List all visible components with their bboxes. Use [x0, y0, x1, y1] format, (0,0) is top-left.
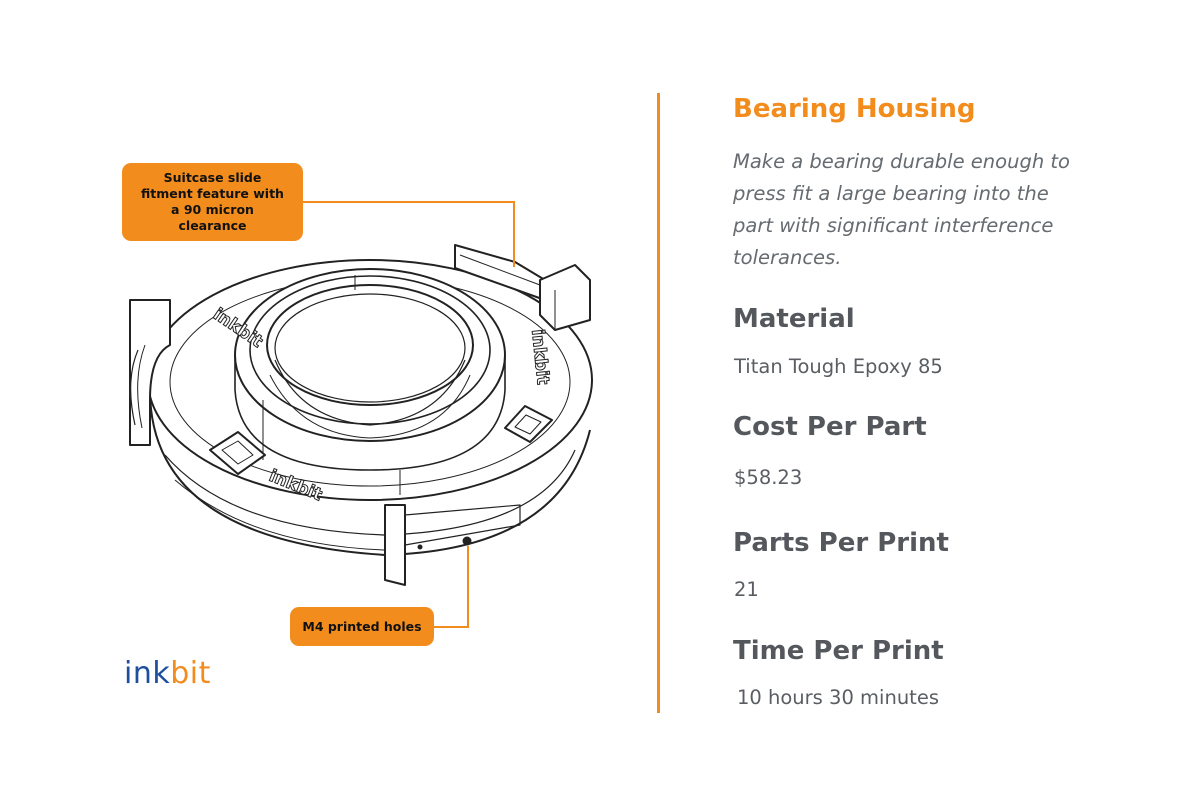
time-value: 10 hours 30 minutes [737, 686, 939, 709]
callout-slide-fitment-text: Suitcase slide fitment feature with a 90… [141, 170, 284, 233]
inkbit-logo: inkbit [124, 656, 211, 692]
material-value: Titan Tough Epoxy 85 [734, 355, 943, 378]
leader-holes-horizontal [434, 626, 469, 628]
pocket-left [209, 431, 266, 475]
slide-tab-left [129, 299, 171, 446]
part-description: Make a bearing durable enough to press f… [733, 150, 1070, 269]
slide-tab-bottom [384, 504, 406, 586]
logo-ink: ink [124, 656, 171, 691]
callout-slide-fitment: Suitcase slide fitment feature with a 90… [122, 163, 303, 241]
leader-slide-vertical [513, 201, 515, 267]
leader-holes-vertical [467, 546, 469, 628]
slide-tab-right [539, 264, 591, 331]
callout-printed-holes: M4 printed holes [290, 607, 434, 646]
logo-bit: bit [170, 656, 211, 691]
bore-opening [266, 284, 474, 406]
material-heading: Material [733, 304, 855, 334]
m4-hole [462, 536, 472, 546]
vertical-divider [657, 93, 660, 713]
part-title: Bearing Housing [733, 94, 976, 124]
parts-value: 21 [734, 578, 759, 601]
cost-heading: Cost Per Part [733, 412, 927, 442]
callout-printed-holes-text: M4 printed holes [302, 618, 422, 634]
cost-value: $58.23 [734, 466, 803, 489]
bearing-housing-drawing: inkbit inkbit inkbit [129, 244, 593, 586]
time-heading: Time Per Print [733, 636, 944, 666]
parts-heading: Parts Per Print [733, 528, 949, 558]
leader-slide-horizontal [303, 201, 515, 203]
pocket-right [504, 405, 553, 443]
